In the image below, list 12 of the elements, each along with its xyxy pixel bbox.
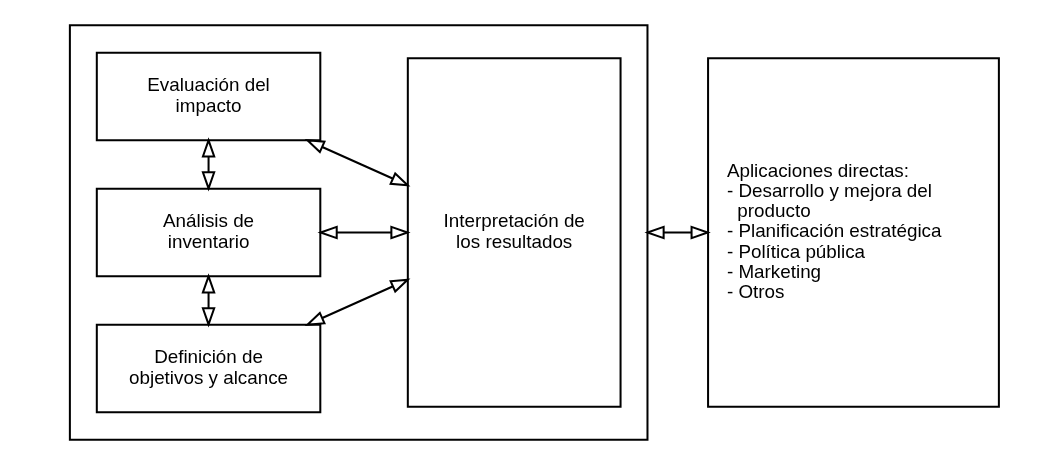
node-box: Evaluación del impacto <box>95 51 322 141</box>
node-box: Definición de objetivos y alcance <box>95 323 322 413</box>
arrow <box>304 138 411 187</box>
arrow <box>201 136 216 191</box>
arrow <box>201 272 216 327</box>
node-box: Aplicaciones directas: - Desarrollo y mejora del producto - Planificación estratégica - Política pública - Marketing - Otros <box>707 56 1000 408</box>
arrow <box>644 224 711 240</box>
arrow <box>317 224 411 240</box>
node-box: Análisis de inventario <box>95 187 322 277</box>
cluster <box>68 23 649 441</box>
arrow <box>304 277 411 326</box>
node-box: Interpretación de los resultados <box>406 56 622 408</box>
